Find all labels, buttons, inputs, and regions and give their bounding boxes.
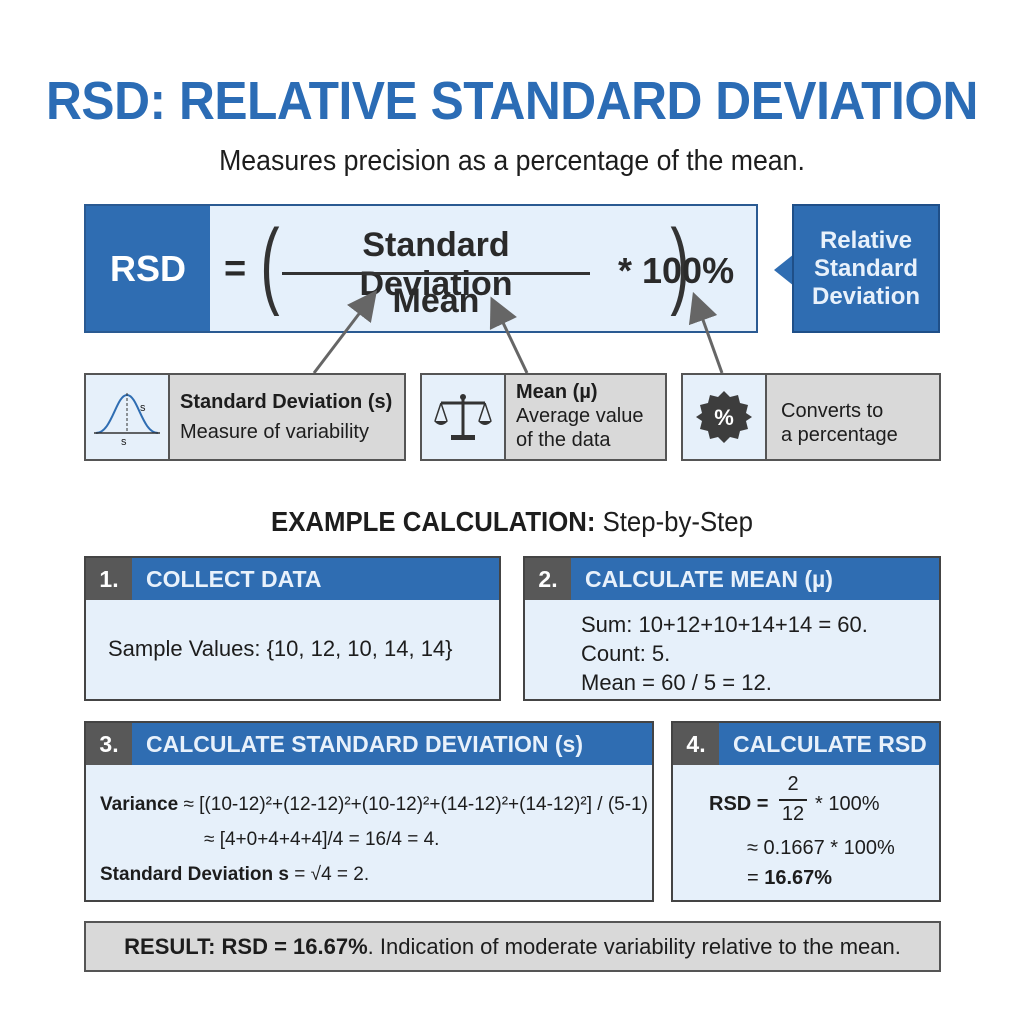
step-calculate-sd: 3. CALCULATE STANDARD DEVIATION (s) Vari… xyxy=(84,721,654,902)
example-heading-bold: EXAMPLE CALCULATION: xyxy=(271,506,596,537)
mean-count: Count: 5. xyxy=(581,641,671,666)
component-sd-title: Standard Deviation (s) xyxy=(180,391,393,413)
percent-badge-icon: % xyxy=(683,375,767,459)
variance-label: Variance xyxy=(100,794,179,815)
formula-box: RSD = ( Standard Deviation Mean ) * 100% xyxy=(84,204,758,333)
component-mean: Mean (µ) Average value of the data xyxy=(420,373,667,461)
balance-scale-icon xyxy=(422,375,506,459)
step-title: CALCULATE STANDARD DEVIATION (s) xyxy=(146,730,583,757)
sd-label: Standard Deviation s xyxy=(100,864,289,885)
step-number: 2. xyxy=(525,558,571,600)
page-subtitle: Measures precision as a percentage of th… xyxy=(219,145,805,177)
step-collect-data: 1. COLLECT DATA Sample Values: {10, 12, … xyxy=(84,556,501,701)
step-number: 4. xyxy=(673,723,719,765)
component-mean-description-1: Average value xyxy=(516,405,644,427)
component-pct-description-1: Converts to xyxy=(781,400,884,422)
page-title: RSD: RELATIVE STANDARD DEVIATION xyxy=(46,71,978,131)
rsd-final-equals: = xyxy=(747,867,759,889)
step-calculate-rsd: 4. CALCULATE RSD RSD = 2 12 * 100% ≈ 0.1… xyxy=(671,721,941,902)
result-bold: RESULT: RSD = 16.67% xyxy=(124,933,368,959)
percent-symbol: % xyxy=(714,405,734,430)
callout-text: Relative Standard Deviation xyxy=(811,226,921,310)
rsd-final: = 16.67% xyxy=(747,867,832,890)
callout-pointer xyxy=(774,254,794,286)
rsd-label: RSD = xyxy=(709,793,769,815)
formula-fraction-bar xyxy=(282,272,590,275)
formula-paren-right: ) xyxy=(670,210,690,317)
formula-multiplier: * 100% xyxy=(618,250,735,291)
result-banner: RESULT: RSD = 16.67%. Indication of mode… xyxy=(84,921,941,972)
mean-sum: Sum: 10+12+10+14+14 = 60. xyxy=(581,612,868,637)
component-standard-deviation: s s Standard Deviation (s) Measure of va… xyxy=(84,373,406,461)
step-number: 1. xyxy=(86,558,132,600)
rsd-fraction-numerator: 2 xyxy=(787,773,799,795)
step-title: COLLECT DATA xyxy=(146,565,322,592)
formula-denominator: Mean xyxy=(392,282,480,320)
rsd-fraction-denominator: 12 xyxy=(781,803,805,825)
variance-line-1: Variance ≈ [(10-12)²+(12-12)²+(10-12)²+(… xyxy=(100,787,652,822)
step-title: CALCULATE MEAN (µ) xyxy=(585,565,833,592)
formula-equals: = xyxy=(224,248,247,290)
component-percentage: % Converts to a percentage xyxy=(681,373,941,461)
result-rest: . Indication of moderate variability rel… xyxy=(367,933,901,959)
component-mean-title: Mean (µ) xyxy=(516,381,598,403)
mean-result: Mean = 60 / 5 = 12. xyxy=(581,670,772,695)
step-title: CALCULATE RSD xyxy=(733,730,927,757)
formula-paren-left: ( xyxy=(260,210,280,317)
formula-callout: Relative Standard Deviation xyxy=(792,204,940,333)
sample-values: Sample Values: {10, 12, 10, 14, 14} xyxy=(108,636,453,661)
bell-curve-label-s-bottom: s xyxy=(121,436,127,447)
step-calculate-mean: 2. CALCULATE MEAN (µ) Sum: 10+12+10+14+1… xyxy=(523,556,941,701)
example-heading: EXAMPLE CALCULATION: Step-by-Step xyxy=(41,506,983,538)
rsd-approx: ≈ 0.1667 * 100% xyxy=(747,837,895,859)
variance-line-2: ≈ [4+0+4+4+4]/4 = 16/4 = 4. xyxy=(204,829,440,850)
component-mean-description-2: of the data xyxy=(516,429,611,451)
sd-line: Standard Deviation s = √4 = 2. xyxy=(100,857,652,892)
bell-curve-label-s-top: s xyxy=(140,402,146,414)
formula-lhs: RSD xyxy=(86,206,210,331)
component-sd-description: Measure of variability xyxy=(180,421,369,443)
step-number: 3. xyxy=(86,723,132,765)
variance-expression: ≈ [(10-12)²+(12-12)²+(10-12)²+(14-12)²+(… xyxy=(178,794,648,815)
formula-numerator: Standard Deviation xyxy=(359,226,513,303)
sd-expression: = √4 = 2. xyxy=(289,864,370,885)
bell-curve-icon: s s xyxy=(86,375,170,459)
example-heading-rest: Step-by-Step xyxy=(602,506,753,537)
rsd-times: * 100% xyxy=(815,793,880,815)
rsd-fraction-bar xyxy=(779,799,807,801)
rsd-final-value: 16.67% xyxy=(764,867,833,889)
component-pct-description-2: a percentage xyxy=(781,424,898,446)
